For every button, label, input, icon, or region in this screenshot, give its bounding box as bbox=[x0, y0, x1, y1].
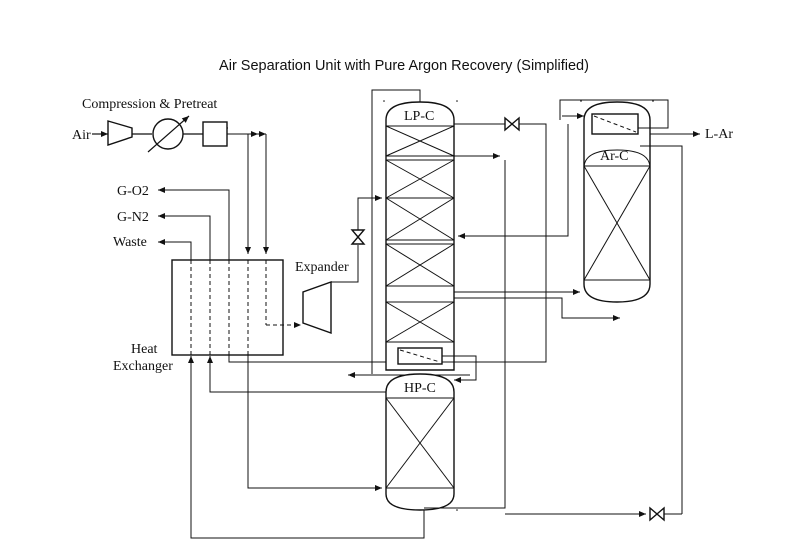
lp-column-label: LP-C bbox=[404, 109, 434, 124]
g-o2-label: G-O2 bbox=[117, 184, 149, 199]
compression-label: Compression & Pretreat bbox=[82, 97, 217, 112]
lp-column: LP-C bbox=[385, 101, 455, 371]
ar-column-label: Ar-C bbox=[600, 149, 629, 164]
ar-column: Ar-C bbox=[583, 101, 651, 303]
air-distribution-lines bbox=[227, 127, 269, 254]
g-n2-label: G-N2 bbox=[117, 210, 149, 225]
hp-column: HP-C bbox=[385, 373, 455, 511]
waste-label: Waste bbox=[113, 235, 147, 250]
hp-column-label: HP-C bbox=[404, 381, 436, 396]
expander-turbine bbox=[302, 281, 332, 334]
l-ar-label: L-Ar bbox=[705, 127, 733, 142]
cooler bbox=[132, 115, 203, 153]
lp-packing bbox=[385, 125, 455, 343]
ar-column-lines bbox=[454, 99, 700, 522]
heat-exchanger-label-line1: Heat bbox=[131, 342, 158, 357]
product-outlet-lines bbox=[158, 187, 230, 260]
purifier-box bbox=[202, 121, 228, 147]
diagram-title: Air Separation Unit with Pure Argon Reco… bbox=[219, 58, 589, 74]
argon-product-valve bbox=[649, 506, 659, 522]
lp-top-lines bbox=[348, 89, 547, 509]
air-label: Air bbox=[72, 128, 91, 143]
expander-label: Expander bbox=[295, 260, 349, 275]
main-condenser bbox=[397, 347, 443, 365]
heat-exchanger-label-line2: Exchanger bbox=[113, 359, 173, 374]
nozzle-dots bbox=[383, 100, 654, 511]
ar-packing bbox=[583, 165, 651, 281]
expander-to-lp-line bbox=[331, 195, 382, 283]
hp-packing bbox=[385, 397, 455, 489]
lp-top-valve bbox=[504, 116, 514, 132]
air-compressor bbox=[107, 120, 133, 146]
heat-exchanger-passes bbox=[190, 260, 301, 355]
